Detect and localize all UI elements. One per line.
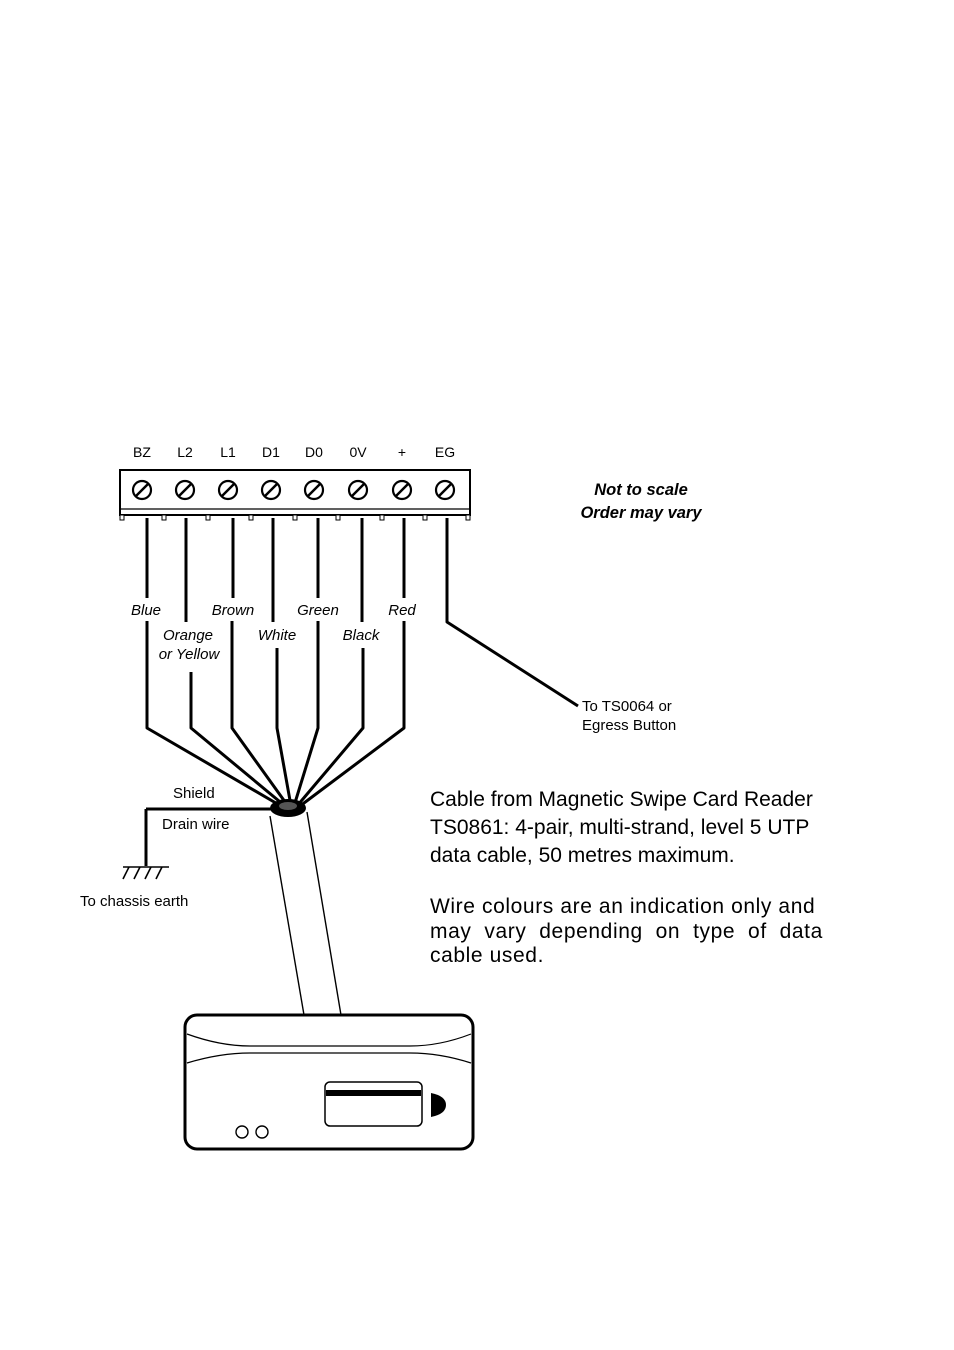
description-line6: cable used. <box>430 944 544 967</box>
description-line1: Cable from Magnetic Swipe Card Reader <box>430 788 813 811</box>
shield-drain: Shield Drain wire <box>144 785 272 866</box>
egress-label-line1: To TS0064 or <box>582 698 672 715</box>
wire-label-green: Green <box>297 602 339 619</box>
wire-egress <box>445 518 579 708</box>
earth-ground-icon <box>122 866 169 880</box>
screw-d0-icon <box>303 479 325 501</box>
screw-d1-icon <box>260 479 282 501</box>
wires <box>145 518 579 808</box>
led-indicator-left-icon <box>235 1125 249 1139</box>
wire-white-lower <box>275 648 293 807</box>
wire-label-blue: Blue <box>131 602 161 619</box>
terminal-label-l1: L1 <box>220 444 236 460</box>
terminal-label-d1: D1 <box>262 444 280 460</box>
wire-label-white: White <box>258 627 296 644</box>
wire-black-lower <box>295 648 365 807</box>
terminal-labels: BZ L2 L1 D1 D0 0V + EG <box>133 444 455 460</box>
wire-brown-lower <box>230 621 290 807</box>
card-reader <box>183 1013 475 1151</box>
terminal-tabs <box>119 514 471 521</box>
wire-orange-lower <box>189 672 286 808</box>
note-order-may-vary: Order may vary <box>580 504 702 522</box>
screw-eg-icon <box>434 479 456 501</box>
terminal-block <box>119 469 471 521</box>
wire-labels: Blue Orange or Yellow Brown White Green … <box>131 602 416 663</box>
screw-l1-icon <box>217 479 239 501</box>
cable-description: Cable from Magnetic Swipe Card Reader TS… <box>430 788 823 967</box>
shield-label: Shield <box>173 785 215 802</box>
wire-red-lower <box>299 621 406 808</box>
description-line5: may vary depending on type of data <box>430 920 823 943</box>
wire-label-black: Black <box>343 627 381 644</box>
terminal-label-d0: D0 <box>305 444 323 460</box>
drain-wire-label: Drain wire <box>162 816 230 833</box>
card-slot <box>324 1081 423 1127</box>
cable-junction <box>270 799 306 817</box>
description-line2: TS0861: 4-pair, multi-strand, level 5 UT… <box>430 816 809 839</box>
terminal-label-bz: BZ <box>133 444 151 460</box>
terminal-label-l2: L2 <box>177 444 193 460</box>
terminal-label-eg: EG <box>435 444 455 460</box>
data-cable <box>269 811 342 1016</box>
reader-tab-icon <box>431 1093 446 1117</box>
description-line4: Wire colours are an indication only and <box>430 895 815 918</box>
terminal-label-plus: + <box>398 444 406 460</box>
description-line3: data cable, 50 metres maximum. <box>430 844 735 867</box>
screw-0v-icon <box>347 479 369 501</box>
led-indicator-right-icon <box>255 1125 269 1139</box>
screw-plus-icon <box>391 479 413 501</box>
screw-bz-icon <box>131 479 153 501</box>
chassis-earth-label: To chassis earth <box>80 893 188 910</box>
egress-label-line2: Egress Button <box>582 717 676 734</box>
wire-label-red: Red <box>388 602 416 619</box>
wire-green-lower <box>292 621 320 807</box>
wire-blue-lower <box>145 621 282 808</box>
screw-l2-icon <box>174 479 196 501</box>
terminal-label-0v: 0V <box>349 444 367 460</box>
wire-label-or-yellow: or Yellow <box>159 646 221 663</box>
wire-label-orange: Orange <box>163 627 213 644</box>
wire-label-brown: Brown <box>212 602 255 619</box>
note-not-to-scale: Not to scale <box>594 481 688 499</box>
